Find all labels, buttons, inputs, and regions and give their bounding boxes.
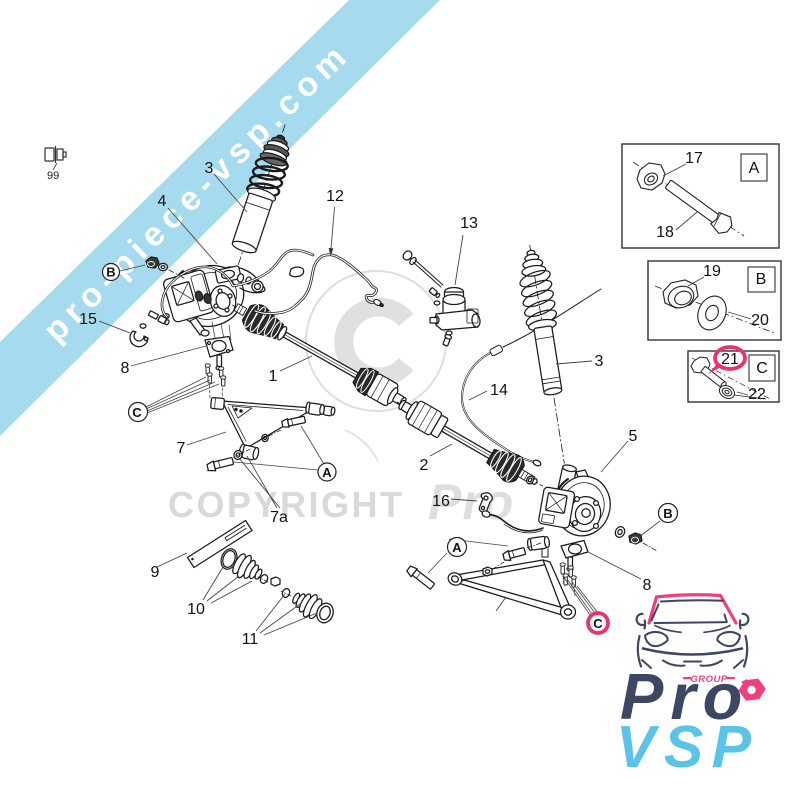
svg-text:9: 9 [151, 564, 160, 581]
svg-text:C: C [756, 360, 768, 377]
svg-text:3: 3 [595, 353, 604, 370]
svg-text:99: 99 [47, 170, 59, 182]
svg-text:19: 19 [703, 263, 721, 280]
svg-text:2: 2 [420, 457, 429, 474]
svg-text:11: 11 [242, 631, 259, 648]
svg-text:B: B [663, 506, 672, 521]
svg-text:C: C [593, 616, 603, 631]
svg-text:22: 22 [748, 386, 766, 403]
svg-text:GROUP: GROUP [690, 674, 728, 685]
svg-text:B: B [756, 271, 767, 288]
svg-text:A: A [322, 465, 332, 480]
svg-text:15: 15 [79, 311, 97, 328]
svg-text:16: 16 [432, 493, 450, 510]
svg-text:A: A [749, 160, 760, 177]
svg-text:12: 12 [326, 188, 344, 205]
svg-text:VSP: VSP [616, 714, 760, 780]
svg-text:Pro: Pro [620, 660, 749, 733]
svg-text:COPYRIGHT: COPYRIGHT [168, 484, 405, 525]
svg-text:1: 1 [269, 368, 278, 385]
svg-text:C: C [132, 405, 142, 420]
svg-text:14: 14 [490, 382, 508, 399]
svg-text:17: 17 [685, 150, 703, 167]
svg-text:21: 21 [721, 351, 739, 368]
svg-text:4: 4 [158, 193, 167, 210]
svg-text:7: 7 [177, 440, 186, 457]
svg-text:Pro: Pro [428, 474, 514, 530]
svg-text:7a: 7a [270, 509, 288, 526]
svg-text:10: 10 [187, 601, 205, 618]
svg-text:A: A [452, 540, 462, 555]
svg-text:5: 5 [629, 428, 638, 445]
svg-text:20: 20 [751, 312, 769, 329]
svg-text:18: 18 [656, 224, 674, 241]
svg-text:8: 8 [121, 360, 130, 377]
svg-text:13: 13 [460, 215, 478, 232]
svg-text:3: 3 [205, 160, 214, 177]
svg-text:B: B [106, 265, 115, 280]
svg-text:8: 8 [643, 577, 652, 594]
